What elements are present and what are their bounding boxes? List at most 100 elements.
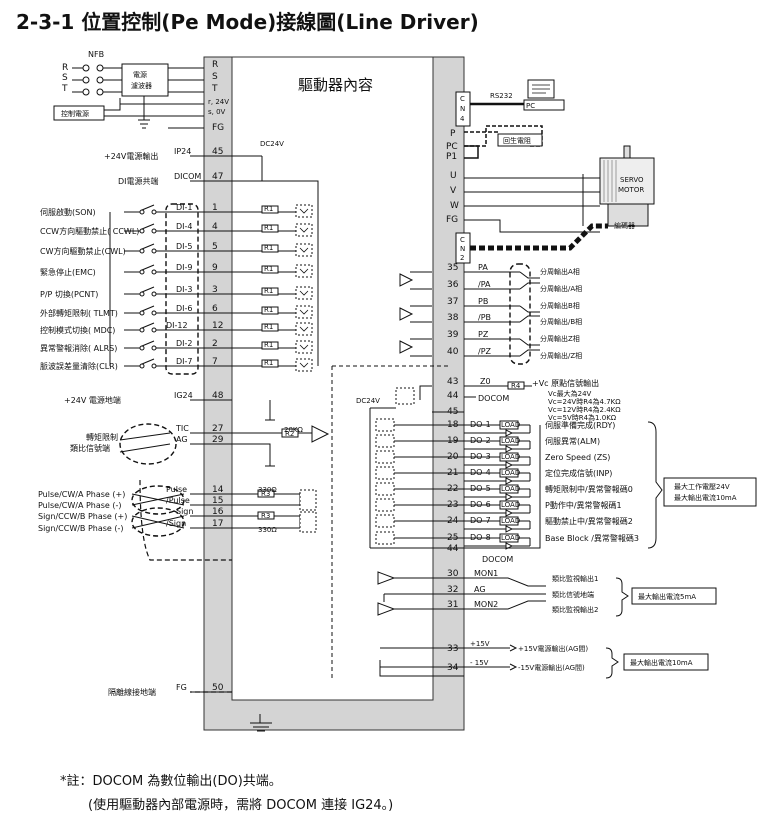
pin-signal: /Pulse [166, 496, 190, 505]
resistor-r1 [261, 323, 279, 332]
digital-output-label: P動作中/異常警報碼1 [545, 500, 622, 510]
pin-signal: /PA [478, 280, 491, 289]
terminal-s: S [212, 72, 218, 82]
control-power-box [53, 105, 105, 121]
pin-signal: /Sign [166, 519, 186, 528]
motor-label-1: SERVO [620, 176, 644, 184]
pin-number: 48 [212, 391, 224, 401]
pin-signal: DI-6 [176, 304, 193, 313]
load-box [499, 420, 519, 430]
resistor-r3-b [257, 511, 275, 520]
optocoupler-icon [295, 358, 313, 372]
z0-signal: Z0 [480, 377, 491, 386]
pin-signal: IP24 [174, 147, 191, 156]
cn4-n: N [460, 105, 465, 113]
do-transistor-icon [375, 514, 395, 528]
pin-number: 35 [447, 263, 458, 273]
load-box [499, 533, 519, 543]
pin-number: 18 [447, 420, 459, 430]
diode-icon [505, 509, 514, 517]
pin-label: CW方向驅動禁止(CWL) [40, 246, 126, 256]
pin-signal: DICOM [174, 172, 201, 181]
line-driver-icon [399, 340, 414, 354]
resistor-r1 [261, 287, 279, 296]
pin-number: 31 [447, 600, 458, 610]
load-label: LOAD [501, 485, 520, 493]
filter-label-2: 濾波器 [131, 81, 152, 90]
pin-signal: /PZ [478, 347, 492, 356]
pin-number: 30 [447, 569, 459, 579]
pin-signal: PB [478, 297, 488, 306]
r1-label: R1 [264, 359, 273, 367]
pin-signal: MON1 [474, 569, 498, 578]
load-box [499, 468, 519, 478]
diode-icon [505, 429, 514, 437]
pin-45: 45 [447, 407, 458, 417]
pin-label: Pulse/CW/A Phase (-) [38, 501, 122, 510]
cn2-n: N [460, 245, 465, 253]
resistor-r1 [261, 341, 279, 350]
r3-value-1: 330Ω [258, 486, 277, 494]
pin-number: 29 [212, 435, 224, 445]
r1-label: R1 [264, 306, 273, 314]
digital-output-label: 定位完成信號(INP) [545, 468, 612, 478]
pin-label: 緊急停止(EMC) [40, 267, 96, 277]
digital-output-label: Zero Speed (ZS) [545, 453, 610, 462]
pin-number: 4 [212, 222, 218, 232]
z0-spec-3: Vc=12V時R4為2.4KΩ [548, 405, 621, 414]
load-box [499, 516, 519, 526]
pin-signal: DO-1 [470, 420, 491, 429]
filter-box [121, 63, 169, 97]
motor-body [599, 157, 655, 205]
digital-output-label: 伺服準備完成(RDY) [545, 420, 615, 430]
pin-number: 50 [212, 683, 224, 693]
power-out-34: 34- 15V-15V電源輸出(AG間) [380, 659, 585, 673]
pin-number: 38 [447, 313, 459, 323]
load-label: LOAD [501, 453, 520, 461]
pin-signal: DI-5 [176, 242, 193, 251]
r1-label: R1 [264, 244, 273, 252]
pin-number: 40 [447, 347, 459, 357]
pin-signal: DI-1 [176, 203, 193, 212]
resistor-r3-a [257, 489, 275, 498]
pin-signal: TIC [175, 424, 189, 433]
r1-label: R1 [264, 287, 273, 295]
pin-number: 21 [447, 468, 458, 478]
pin-signal: DI-2 [176, 339, 193, 348]
pin-signal: IG24 [174, 391, 193, 400]
cn4-c: C [460, 95, 465, 103]
pin-label: Sign/CCW/B Phase (-) [38, 524, 124, 533]
power-section: NFB R S T 電源 濾波器 控制電源 R S T r, 24V s, 0V… [53, 50, 229, 133]
optocoupler-icon [295, 264, 313, 278]
pin-label: P/P 切換(PCNT) [40, 289, 98, 299]
pin-signal: DO-2 [470, 436, 491, 445]
resistor-r1 [261, 265, 279, 274]
regen-label: 回生電阻 [503, 136, 531, 145]
pin-number: 9 [212, 263, 218, 273]
nfb-label: NFB [88, 50, 104, 59]
pin-p: P [450, 129, 456, 139]
z0-spec-2: Vc=24V時R4為4.7KΩ [548, 397, 621, 406]
monitor-spec-box [631, 587, 717, 605]
control-power-label: 控制電源 [61, 109, 89, 118]
digital-output-label: 驅動禁止中/異常警報碼2 [545, 516, 633, 526]
do-spec-2: 最大輸出電流10mA [674, 493, 737, 502]
terminal-r24: r, 24V [208, 98, 229, 106]
analog-monitor-label: 類比信號地端 [552, 590, 594, 599]
r1-label: R1 [264, 224, 273, 232]
